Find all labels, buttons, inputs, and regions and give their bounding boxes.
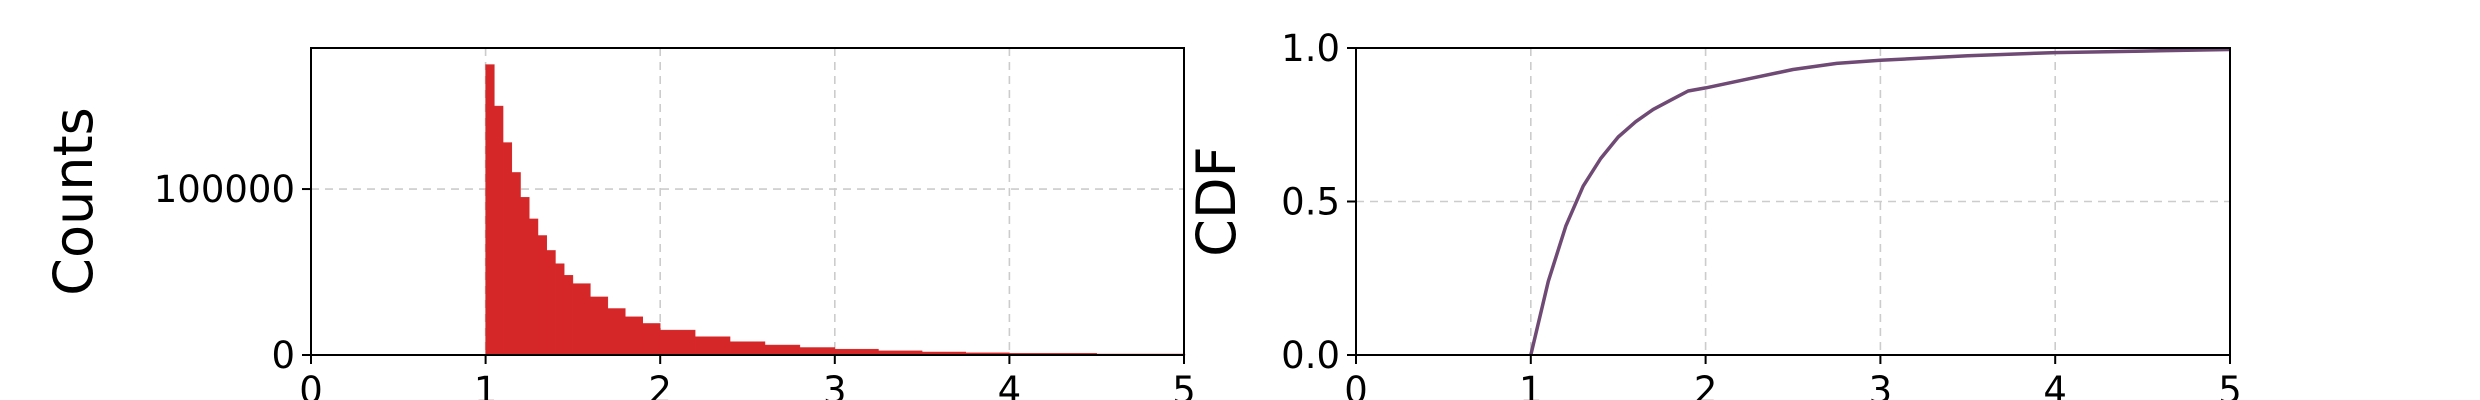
- histogram-bar: [494, 105, 504, 356]
- y-axis-label: CDF: [1185, 146, 1248, 256]
- x-tick-label: 3: [1869, 369, 1893, 400]
- x-tick-label: 1: [474, 369, 498, 400]
- x-tick-label: 1: [1519, 369, 1543, 400]
- axes-frame: [310, 47, 1185, 356]
- x-tick-label: 3: [823, 369, 847, 400]
- x-tick-label: 5: [1172, 369, 1196, 400]
- histogram-panel: 0 1 2 3 4 5 0 100000 Counts: [42, 47, 1196, 400]
- histogram-bar: [555, 263, 565, 356]
- x-tick-label: 0: [1344, 369, 1368, 400]
- x-tick-label: 0: [299, 369, 323, 400]
- histogram-bar: [764, 344, 801, 356]
- histogram-bar: [511, 172, 521, 356]
- histogram-bar: [572, 283, 591, 356]
- y-tick-label: 100000: [154, 168, 295, 211]
- histogram-bar: [729, 341, 766, 356]
- y-tick-label: 1.0: [1281, 27, 1340, 70]
- x-tick-label: 4: [998, 369, 1022, 400]
- histogram-bar: [590, 296, 609, 356]
- histogram-bar: [546, 250, 556, 356]
- histogram-bar: [799, 347, 836, 356]
- y-axis-label: Counts: [42, 107, 105, 296]
- y-tick-label: 0.5: [1281, 181, 1340, 224]
- y-tick-label: 0: [271, 334, 295, 377]
- histogram-bar: [520, 197, 530, 356]
- histogram-bar: [642, 323, 661, 356]
- histogram-bar: [625, 316, 643, 356]
- histogram-bar: [694, 336, 731, 356]
- histogram-bar: [537, 235, 547, 356]
- histogram-bar: [563, 275, 574, 356]
- histogram-bar: [485, 64, 495, 356]
- histogram-bar: [659, 329, 696, 356]
- histogram-bar: [529, 218, 539, 356]
- x-tick-label: 2: [1694, 369, 1718, 400]
- x-tick-label: 5: [2218, 369, 2242, 400]
- x-tick-label: 2: [648, 369, 672, 400]
- y-tick-label: 0.0: [1281, 334, 1340, 377]
- cdf-line: [1529, 47, 2231, 356]
- histogram-bar: [502, 142, 513, 356]
- x-tick-label: 4: [2043, 369, 2067, 400]
- histogram-bar: [607, 308, 626, 356]
